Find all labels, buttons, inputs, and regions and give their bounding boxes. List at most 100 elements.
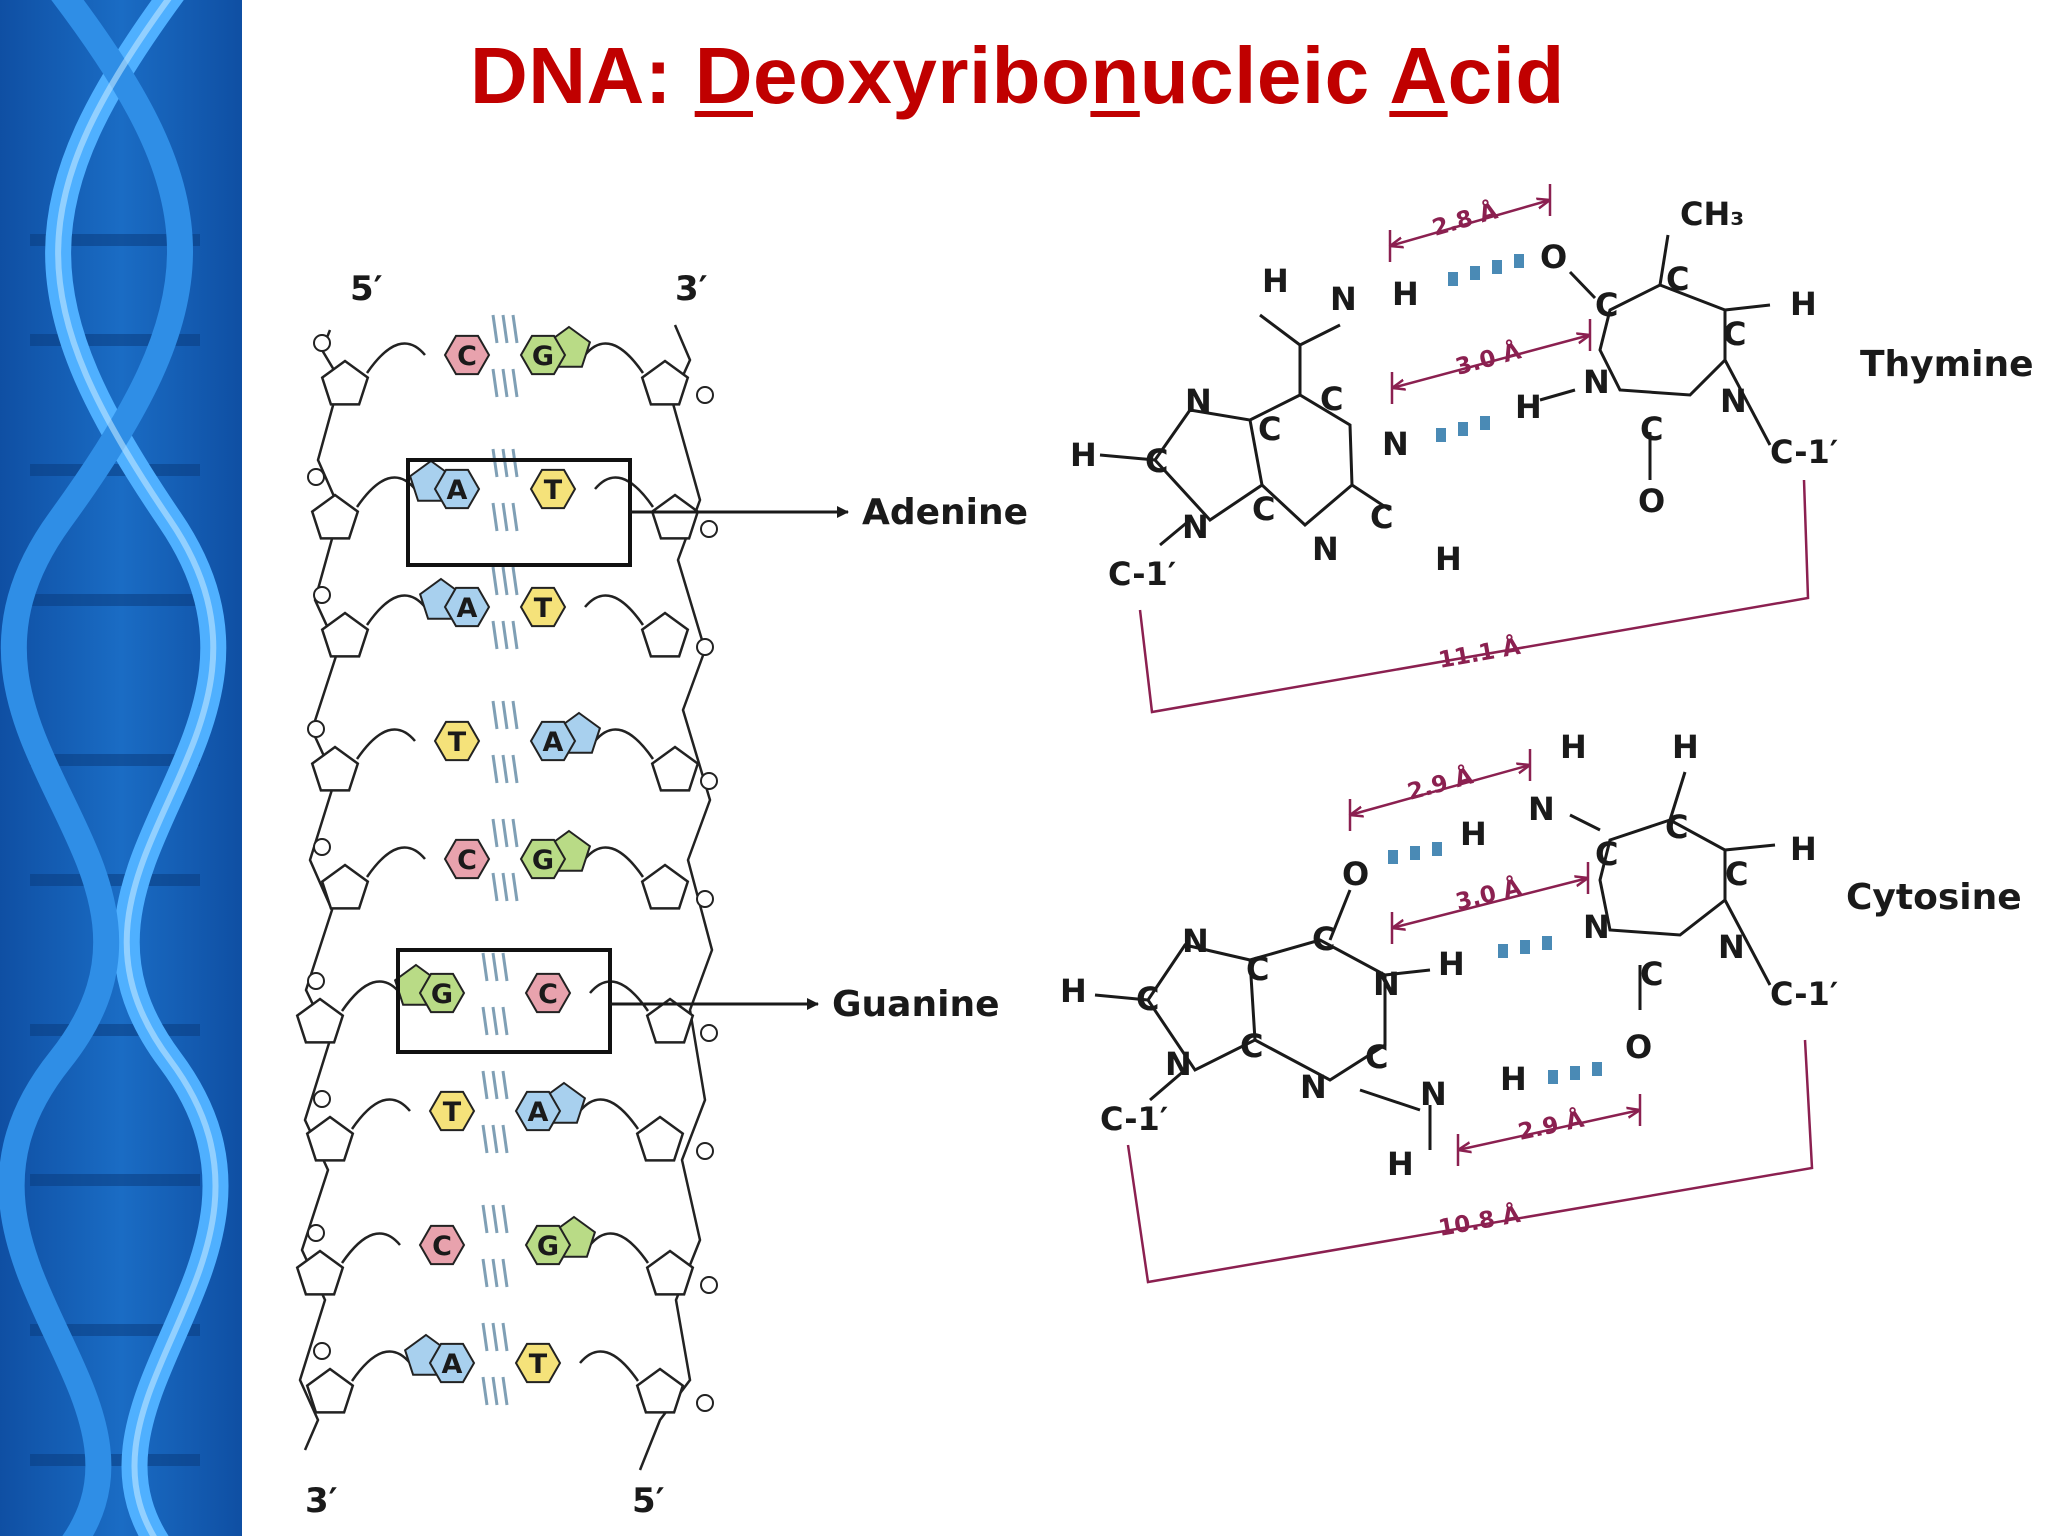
svg-text:H: H [1560,728,1587,766]
glycosidic-bond-right [584,846,645,878]
svg-text:C: C [1240,1027,1263,1065]
base-G-4-right: G [519,829,592,880]
sugar-left [310,493,360,540]
sugar-right [650,745,700,792]
h-bond-mark [491,1204,499,1234]
base-C-0-left: C [443,334,491,376]
svg-text:C: C [1145,442,1168,480]
base-T-8-right: T [514,1342,562,1384]
phosphate-left [307,468,325,486]
svg-text:C: C [1365,1038,1388,1076]
h-bond-mark [511,314,519,344]
h-bond-mark [491,566,499,596]
h-bond-mark [501,1124,509,1154]
sugar-left [305,1115,355,1162]
base-letter: A [528,1097,549,1128]
svg-text:C: C [1252,490,1275,528]
sugar-left [295,997,345,1044]
sugar-right [640,611,690,658]
guanine-label: Guanine [832,984,999,1025]
sugar-left [295,1249,345,1296]
base-A-2-left: A [418,577,491,628]
sugar-left [320,863,370,910]
h-bond-mark [481,1204,489,1234]
svg-text:H: H [1392,275,1419,313]
h-bond-mark [511,566,519,596]
phosphate-right [696,638,714,656]
gc-width: 10.8 Å [1436,1200,1522,1242]
phosphate-left [313,1090,331,1108]
sugar-left [320,611,370,658]
base-letter: A [457,593,478,624]
svg-text:O: O [1638,482,1665,520]
h-bond-mark [491,1006,499,1036]
h-bond-mark [501,502,509,532]
svg-text:N: N [1583,908,1610,946]
svg-text:H: H [1070,436,1097,474]
svg-text:H: H [1790,285,1817,323]
h-bond-mark [481,1258,489,1288]
base-letter: A [447,475,468,506]
strand-label-5-prime-top: 5′ [350,269,383,309]
svg-text:C: C [1595,286,1618,324]
phosphate-right [696,386,714,404]
h-bond-mark [481,1376,489,1406]
strand-label-3-prime-bottom: 3′ [305,1481,338,1521]
phosphate-left [313,586,331,604]
glycosidic-bond-left [350,1350,411,1382]
strand-label-3-prime-top: 3′ [675,269,708,309]
h-bond-mark [501,566,509,596]
gc-hydrogen-bonds [1388,842,1602,1084]
h-bond-mark [481,952,489,982]
svg-text:N: N [1720,382,1747,420]
at-distance-top: 2.8 Å [1429,196,1501,241]
base-T-2-right: T [519,586,567,628]
svg-text:C-1′: C-1′ [1108,555,1176,593]
gc-distance-mid: 3.0 Å [1453,873,1525,916]
h-bond-mark [491,1322,499,1352]
phosphate-right [700,520,718,538]
svg-text:C: C [1246,950,1269,988]
svg-text:C: C [1320,380,1343,418]
h-bond-mark [501,448,509,478]
h-bond-mark [511,700,519,730]
at-hydrogen-bonds [1436,254,1524,442]
svg-text:C: C [1370,498,1393,536]
h-bond-mark [501,952,509,982]
base-letter: T [529,1349,548,1380]
h-bond-mark [501,1070,509,1100]
base-letter: G [537,1231,559,1262]
h-bond-mark [491,1124,499,1154]
at-distances [1138,184,1810,714]
sugar-right [650,493,700,540]
sugar-right [640,863,690,910]
svg-text:N: N [1382,425,1409,463]
glycosidic-bond-right [589,980,650,1012]
glycosidic-bond-right [579,1098,640,1130]
base-T-3-left: T [433,720,481,762]
svg-text:C: C [1595,835,1618,873]
h-bond-mark [501,818,509,848]
svg-text:H: H [1387,1145,1414,1183]
base-letter: G [431,979,453,1010]
base-letter: T [544,475,563,506]
phosphate-left [313,1342,331,1360]
strand-label-5-prime-bottom: 5′ [632,1481,665,1521]
h-bond-mark [491,448,499,478]
glycosidic-bond-left [340,980,401,1012]
base-letter: C [538,979,558,1010]
svg-text:C-1′: C-1′ [1100,1100,1168,1138]
glycosidic-bond-left [365,342,426,374]
gc-distances [1126,749,1814,1284]
h-bond-mark [501,1204,509,1234]
h-bond-mark [511,448,519,478]
sugar-left [310,745,360,792]
svg-text:C: C [1665,808,1688,846]
svg-text:C: C [1640,410,1663,448]
h-bond-mark [501,368,509,398]
phosphate-right [696,890,714,908]
svg-text:H: H [1262,262,1289,300]
base-letter: G [532,845,554,876]
glycosidic-bond-right [579,1350,640,1382]
